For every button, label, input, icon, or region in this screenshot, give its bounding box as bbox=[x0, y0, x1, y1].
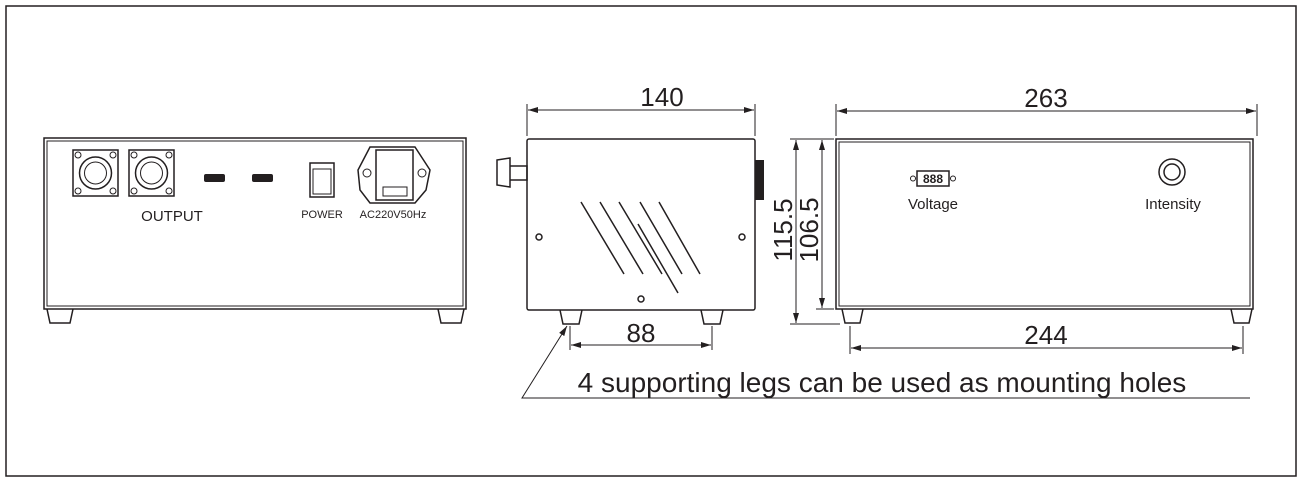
mounting-note: 4 supporting legs can be used as mountin… bbox=[578, 367, 1187, 398]
drawing-frame bbox=[5, 5, 1297, 477]
intensity-knob-icon bbox=[1158, 158, 1186, 186]
rear-panel bbox=[43, 137, 467, 310]
dim-263: 263 bbox=[1024, 83, 1067, 113]
front-view: 888 Voltage Intensity 263 244 115.5 106.… bbox=[768, 83, 1258, 354]
svg-text:888: 888 bbox=[923, 172, 943, 186]
output-connector-2-icon bbox=[128, 149, 175, 197]
knob-side-icon bbox=[496, 157, 528, 188]
output-label: OUTPUT bbox=[141, 208, 203, 225]
rear-legs bbox=[46, 308, 465, 324]
dim-88: 88 bbox=[627, 318, 656, 348]
power-inlet-icon bbox=[357, 146, 431, 204]
intensity-label: Intensity bbox=[1145, 196, 1201, 213]
vent-slots bbox=[580, 201, 701, 294]
leader-line bbox=[521, 325, 1250, 399]
output-connector-1-icon bbox=[72, 149, 119, 197]
port-1-icon bbox=[204, 174, 225, 182]
rear-view: OUTPUT POWER AC220V50Hz bbox=[43, 137, 467, 324]
port-2-icon bbox=[252, 174, 273, 182]
dim-140: 140 bbox=[640, 82, 683, 112]
display-side-icon bbox=[755, 160, 764, 200]
ac-label: AC220V50Hz bbox=[360, 209, 427, 221]
dim-115-5: 115.5 bbox=[768, 198, 798, 261]
power-switch-icon bbox=[309, 162, 335, 198]
side-legs bbox=[559, 309, 724, 325]
side-view: 140 88 bbox=[496, 82, 764, 350]
dim-106-5: 106.5 bbox=[794, 197, 824, 262]
voltage-display-icon: 888 bbox=[910, 170, 956, 187]
dim-244: 244 bbox=[1024, 320, 1067, 350]
power-label: POWER bbox=[301, 209, 343, 221]
voltage-label: Voltage bbox=[908, 196, 958, 213]
